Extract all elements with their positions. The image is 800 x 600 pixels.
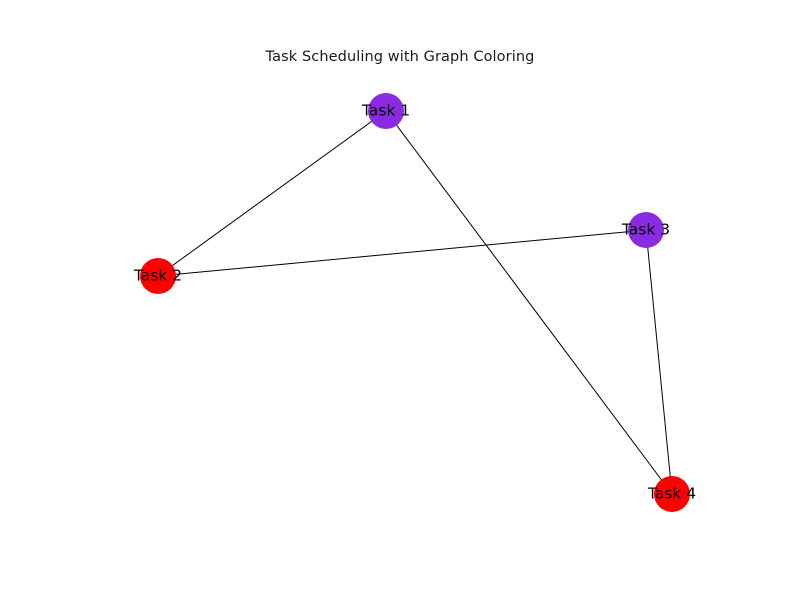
graph-node[interactable] [628,212,664,248]
edges-group [157,110,673,495]
graph-edge [157,110,387,277]
graph-edge [157,229,647,277]
graph-node[interactable] [654,476,690,512]
figure-title: Task Scheduling with Graph Coloring [265,49,535,65]
graph-node[interactable] [140,258,176,294]
graph-edge [645,229,673,495]
graph-edge [385,110,673,495]
graph-node[interactable] [368,93,404,129]
nodes-group [140,93,690,512]
